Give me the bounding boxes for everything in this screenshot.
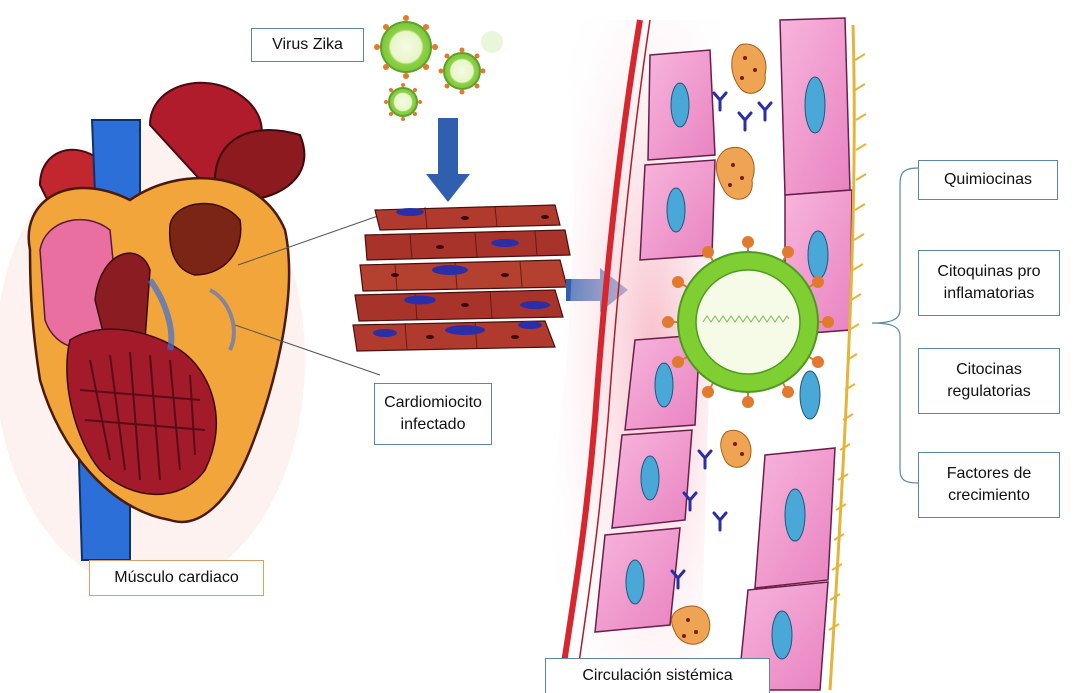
label-infected-line2: infectado <box>401 414 466 436</box>
label-infected-cardiomyocyte: Cardiomiocito infectado <box>374 383 492 445</box>
label-heart-muscle-text: Músculo cardiaco <box>114 567 239 589</box>
blood-vessel <box>550 18 866 690</box>
virus-particle-large <box>374 15 438 79</box>
factor-regulatory-line2: regulatorias <box>947 381 1031 403</box>
heart-illustration <box>0 83 305 590</box>
virus-particle-small <box>384 83 422 121</box>
factor-proinflammatory-cytokines: Citoquinas pro inflamatorias <box>918 250 1060 316</box>
label-infected-line1: Cardiomiocito <box>384 392 482 414</box>
factors-bracket <box>872 168 918 483</box>
factor-proinflammatory-line1: Citoquinas pro <box>937 261 1040 283</box>
label-systemic-circulation: Circulación sistémica <box>545 658 770 693</box>
factor-growth-line1: Factores de <box>947 463 1031 485</box>
virus-particle-faded <box>481 31 503 53</box>
label-virus-zika-text: Virus Zika <box>272 34 343 56</box>
virus-particles <box>374 15 503 121</box>
down-arrow-icon <box>426 118 470 202</box>
factor-chemokines: Quimiocinas <box>918 160 1058 200</box>
label-heart-muscle: Músculo cardiaco <box>89 560 264 596</box>
factor-regulatory-line1: Citocinas <box>956 359 1022 381</box>
factor-growth-factors: Factores de crecimiento <box>918 452 1060 518</box>
label-systemic-circulation-text: Circulación sistémica <box>582 665 732 687</box>
factor-proinflammatory-line2: inflamatorias <box>944 283 1035 305</box>
label-virus-zika: Virus Zika <box>251 28 364 62</box>
factor-chemokines-line1: Quimiocinas <box>944 169 1032 191</box>
factor-regulatory-cytokines: Citocinas regulatorias <box>918 348 1060 414</box>
cardiomyocyte-tissue <box>353 205 570 351</box>
factor-growth-line2: crecimiento <box>948 485 1030 507</box>
virus-particle-medium <box>439 48 486 95</box>
